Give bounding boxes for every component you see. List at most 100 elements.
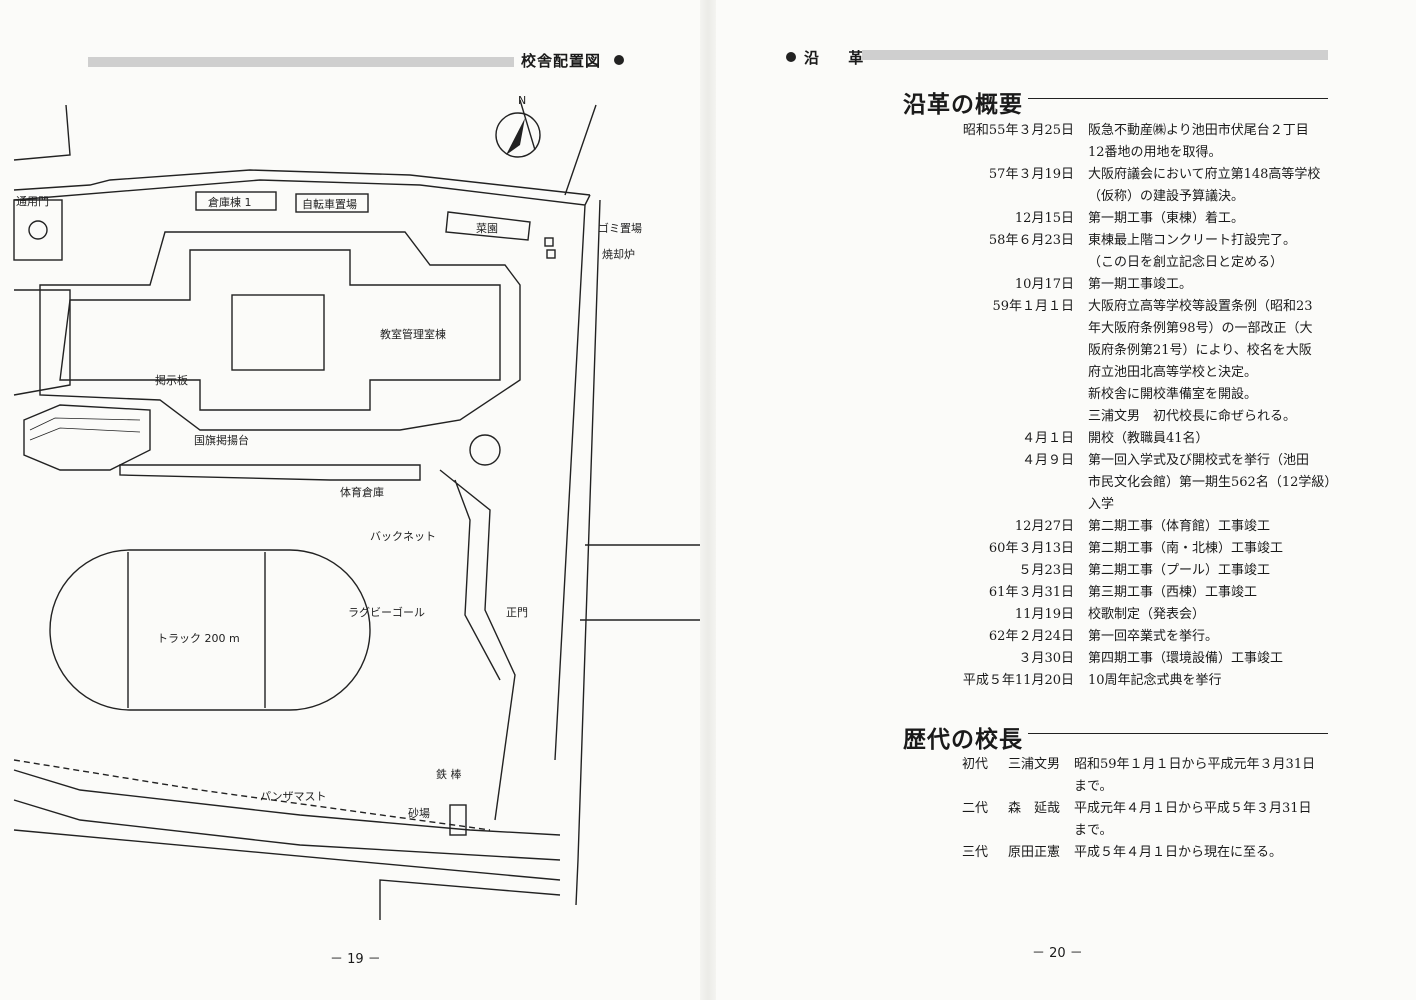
principal-order: 三代 xyxy=(962,845,989,860)
map-label-flag-stand: 国旗掲揚台 xyxy=(194,433,249,447)
road-right-outer xyxy=(575,199,700,906)
courtyard xyxy=(231,294,325,371)
history-text: 第一回卒業式を挙行。 xyxy=(1088,626,1218,648)
principal-term-line: まで。 xyxy=(1074,823,1113,838)
history-line: 入学 xyxy=(1088,497,1115,512)
history-title: 沿革の概要 xyxy=(903,91,1023,118)
history-line: 第一期工事竣工。 xyxy=(1088,277,1193,292)
principal-order: 二代 xyxy=(962,801,989,816)
stands-detail xyxy=(29,417,141,441)
dashed-boundary xyxy=(13,759,491,831)
history-text: 校歌制定（発表会） xyxy=(1088,604,1205,626)
book-gutter xyxy=(700,0,716,1000)
gate-area xyxy=(13,199,63,261)
history-line: 10周年記念式典を挙行 xyxy=(1088,673,1222,688)
map-label-storage1: 倉庫棟 1 xyxy=(208,195,252,209)
history-text: 第二期工事（プール）工事竣工 xyxy=(1088,560,1270,582)
history-line: 市民文化会館）第一期生562名（12学級） xyxy=(1088,475,1338,490)
principal-row: 二代 森 延哉平成元年４月１日から平成５年３月31日まで。 xyxy=(962,798,1342,842)
history-text: 阪急不動産㈱より池田市伏尾台２丁目 12番地の用地を取得。 xyxy=(1088,120,1309,164)
history-text: 第二期工事（体育館）工事竣工 xyxy=(1088,516,1270,538)
history-line: 第一回入学式及び開校式を挙行（池田 xyxy=(1088,453,1310,468)
map-label-bicycle: 自転車置場 xyxy=(302,197,357,211)
main-building xyxy=(59,249,501,411)
history-date: 12月15日 xyxy=(1014,211,1074,226)
map-label-track: トラック 200 m xyxy=(157,632,240,645)
history-line: 東棟最上階コンクリート打設完了。 xyxy=(1088,233,1297,248)
history-line: 第二期工事（プール）工事竣工 xyxy=(1088,563,1271,578)
stands xyxy=(23,404,151,471)
history-date: ４月１日 xyxy=(1021,431,1074,446)
history-line: 第一回卒業式を挙行。 xyxy=(1088,629,1219,644)
history-line: 大阪府立高等学校等設置条例（昭和23 xyxy=(1088,299,1313,314)
compass xyxy=(495,112,541,158)
history-date: 昭和55年３月25日 xyxy=(962,123,1074,138)
building-outline-2 xyxy=(39,231,521,431)
history-line: 阪急不動産㈱より池田市伏尾台２丁目 xyxy=(1088,123,1309,138)
history-text: 東棟最上階コンクリート打設完了。 （この日を創立記念日と定める） xyxy=(1088,230,1296,274)
road-top-right xyxy=(519,99,597,196)
map-label-rugby-goal: ラグビーゴール xyxy=(348,605,425,619)
track xyxy=(49,549,371,711)
header-bar-left xyxy=(88,57,514,67)
history-row: ４月９日第一回入学式及び開校式を挙行（池田市民文化会館）第一期生562名（12学… xyxy=(940,450,1340,516)
history-text: 第四期工事（環境設備）工事竣工 xyxy=(1088,648,1283,670)
principals-title: 歴代の校長 xyxy=(903,726,1023,753)
principal-name: 三浦文男 xyxy=(1008,757,1061,772)
principal-name: 森 延哉 xyxy=(1008,801,1061,816)
header-bullet-icon xyxy=(786,52,796,62)
principal-term: 平成５年４月１日から現在に至る。 xyxy=(1074,842,1282,864)
right-header-title: 沿 革 xyxy=(804,49,876,67)
history-text: 開校（教職員41名） xyxy=(1088,428,1209,450)
history-line: 府立池田北高等学校と決定。 xyxy=(1088,365,1258,380)
fountain xyxy=(28,220,48,240)
header-bullet-icon xyxy=(614,55,624,65)
history-line: 大阪府議会において府立第148高等学校 xyxy=(1088,167,1321,182)
history-row: 平成５年11月20日 10周年記念式典を挙行 xyxy=(940,670,1340,692)
principal-term: 平成元年４月１日から平成５年３月31日まで。 xyxy=(1074,798,1312,842)
north-arrow-icon xyxy=(506,118,525,155)
history-line: （この日を創立記念日と定める） xyxy=(1088,255,1284,270)
principals-title-rule xyxy=(1028,733,1328,734)
history-row: 60年３月13日第二期工事（南・北棟）工事竣工 xyxy=(940,538,1340,560)
garden-box xyxy=(445,211,531,241)
principal-term-line: まで。 xyxy=(1074,779,1113,794)
history-line: 年大阪府条例第98号）の一部改正（大 xyxy=(1088,321,1313,336)
history-row: 10月17日第一期工事竣工。 xyxy=(940,274,1340,296)
round-feature xyxy=(469,434,501,466)
history-line: 第一期工事（東棟）着工。 xyxy=(1088,211,1245,226)
map-label-gym-storage: 体育倉庫 xyxy=(340,485,384,499)
map-label-trash: ゴミ置場 xyxy=(598,221,642,235)
history-date: 平成５年11月20日 xyxy=(962,673,1074,688)
history-date: 12月27日 xyxy=(1014,519,1074,534)
history-date: 57年３月19日 xyxy=(988,167,1074,182)
principal-row: 三代原田正憲平成５年４月１日から現在に至る。 xyxy=(962,842,1342,864)
walkway-2 xyxy=(439,469,516,821)
history-line: 第三期工事（西棟）工事竣工 xyxy=(1088,585,1258,600)
road-boundary xyxy=(13,179,591,761)
principal-term: 昭和59年１月１日から平成元年３月31日まで。 xyxy=(1074,754,1315,798)
sandpit-box xyxy=(449,804,467,836)
principal-order: 初代 xyxy=(962,757,989,772)
history-title-rule xyxy=(1028,98,1328,99)
history-line: 12番地の用地を取得。 xyxy=(1088,145,1222,160)
principal-term-line: 平成元年４月１日から平成５年３月31日 xyxy=(1074,801,1312,816)
map-label-incinerator: 焼却炉 xyxy=(602,248,635,261)
incinerator-box xyxy=(546,249,556,259)
map-label-main-gate: 正門 xyxy=(506,606,528,619)
history-date: 58年６月23日 xyxy=(988,233,1074,248)
map-label-entrance-side: 通用門 xyxy=(16,195,49,208)
campus-map: N 通用門 倉庫棟 1 自転車置場 菜園 ゴミ置場 焼却炉 教室管理室棟 掲示板… xyxy=(13,94,700,920)
map-label-sandpit: 砂場 xyxy=(408,807,430,820)
history-date: ４月９日 xyxy=(1021,453,1074,468)
history-line: 三浦文男 初代校長に命ぜられる。 xyxy=(1088,409,1297,424)
history-row: 62年２月24日第一回卒業式を挙行。 xyxy=(940,626,1340,648)
history-date: ３月30日 xyxy=(1018,651,1074,666)
map-label-flag-pole: パンザマスト xyxy=(260,790,327,803)
history-date: 61年３月31日 xyxy=(988,585,1074,600)
left-header-title: 校舎配置図 xyxy=(521,52,602,70)
history-line: 第二期工事（南・北棟）工事竣工 xyxy=(1088,541,1284,556)
history-row: ４月１日開校（教職員41名） xyxy=(940,428,1340,450)
